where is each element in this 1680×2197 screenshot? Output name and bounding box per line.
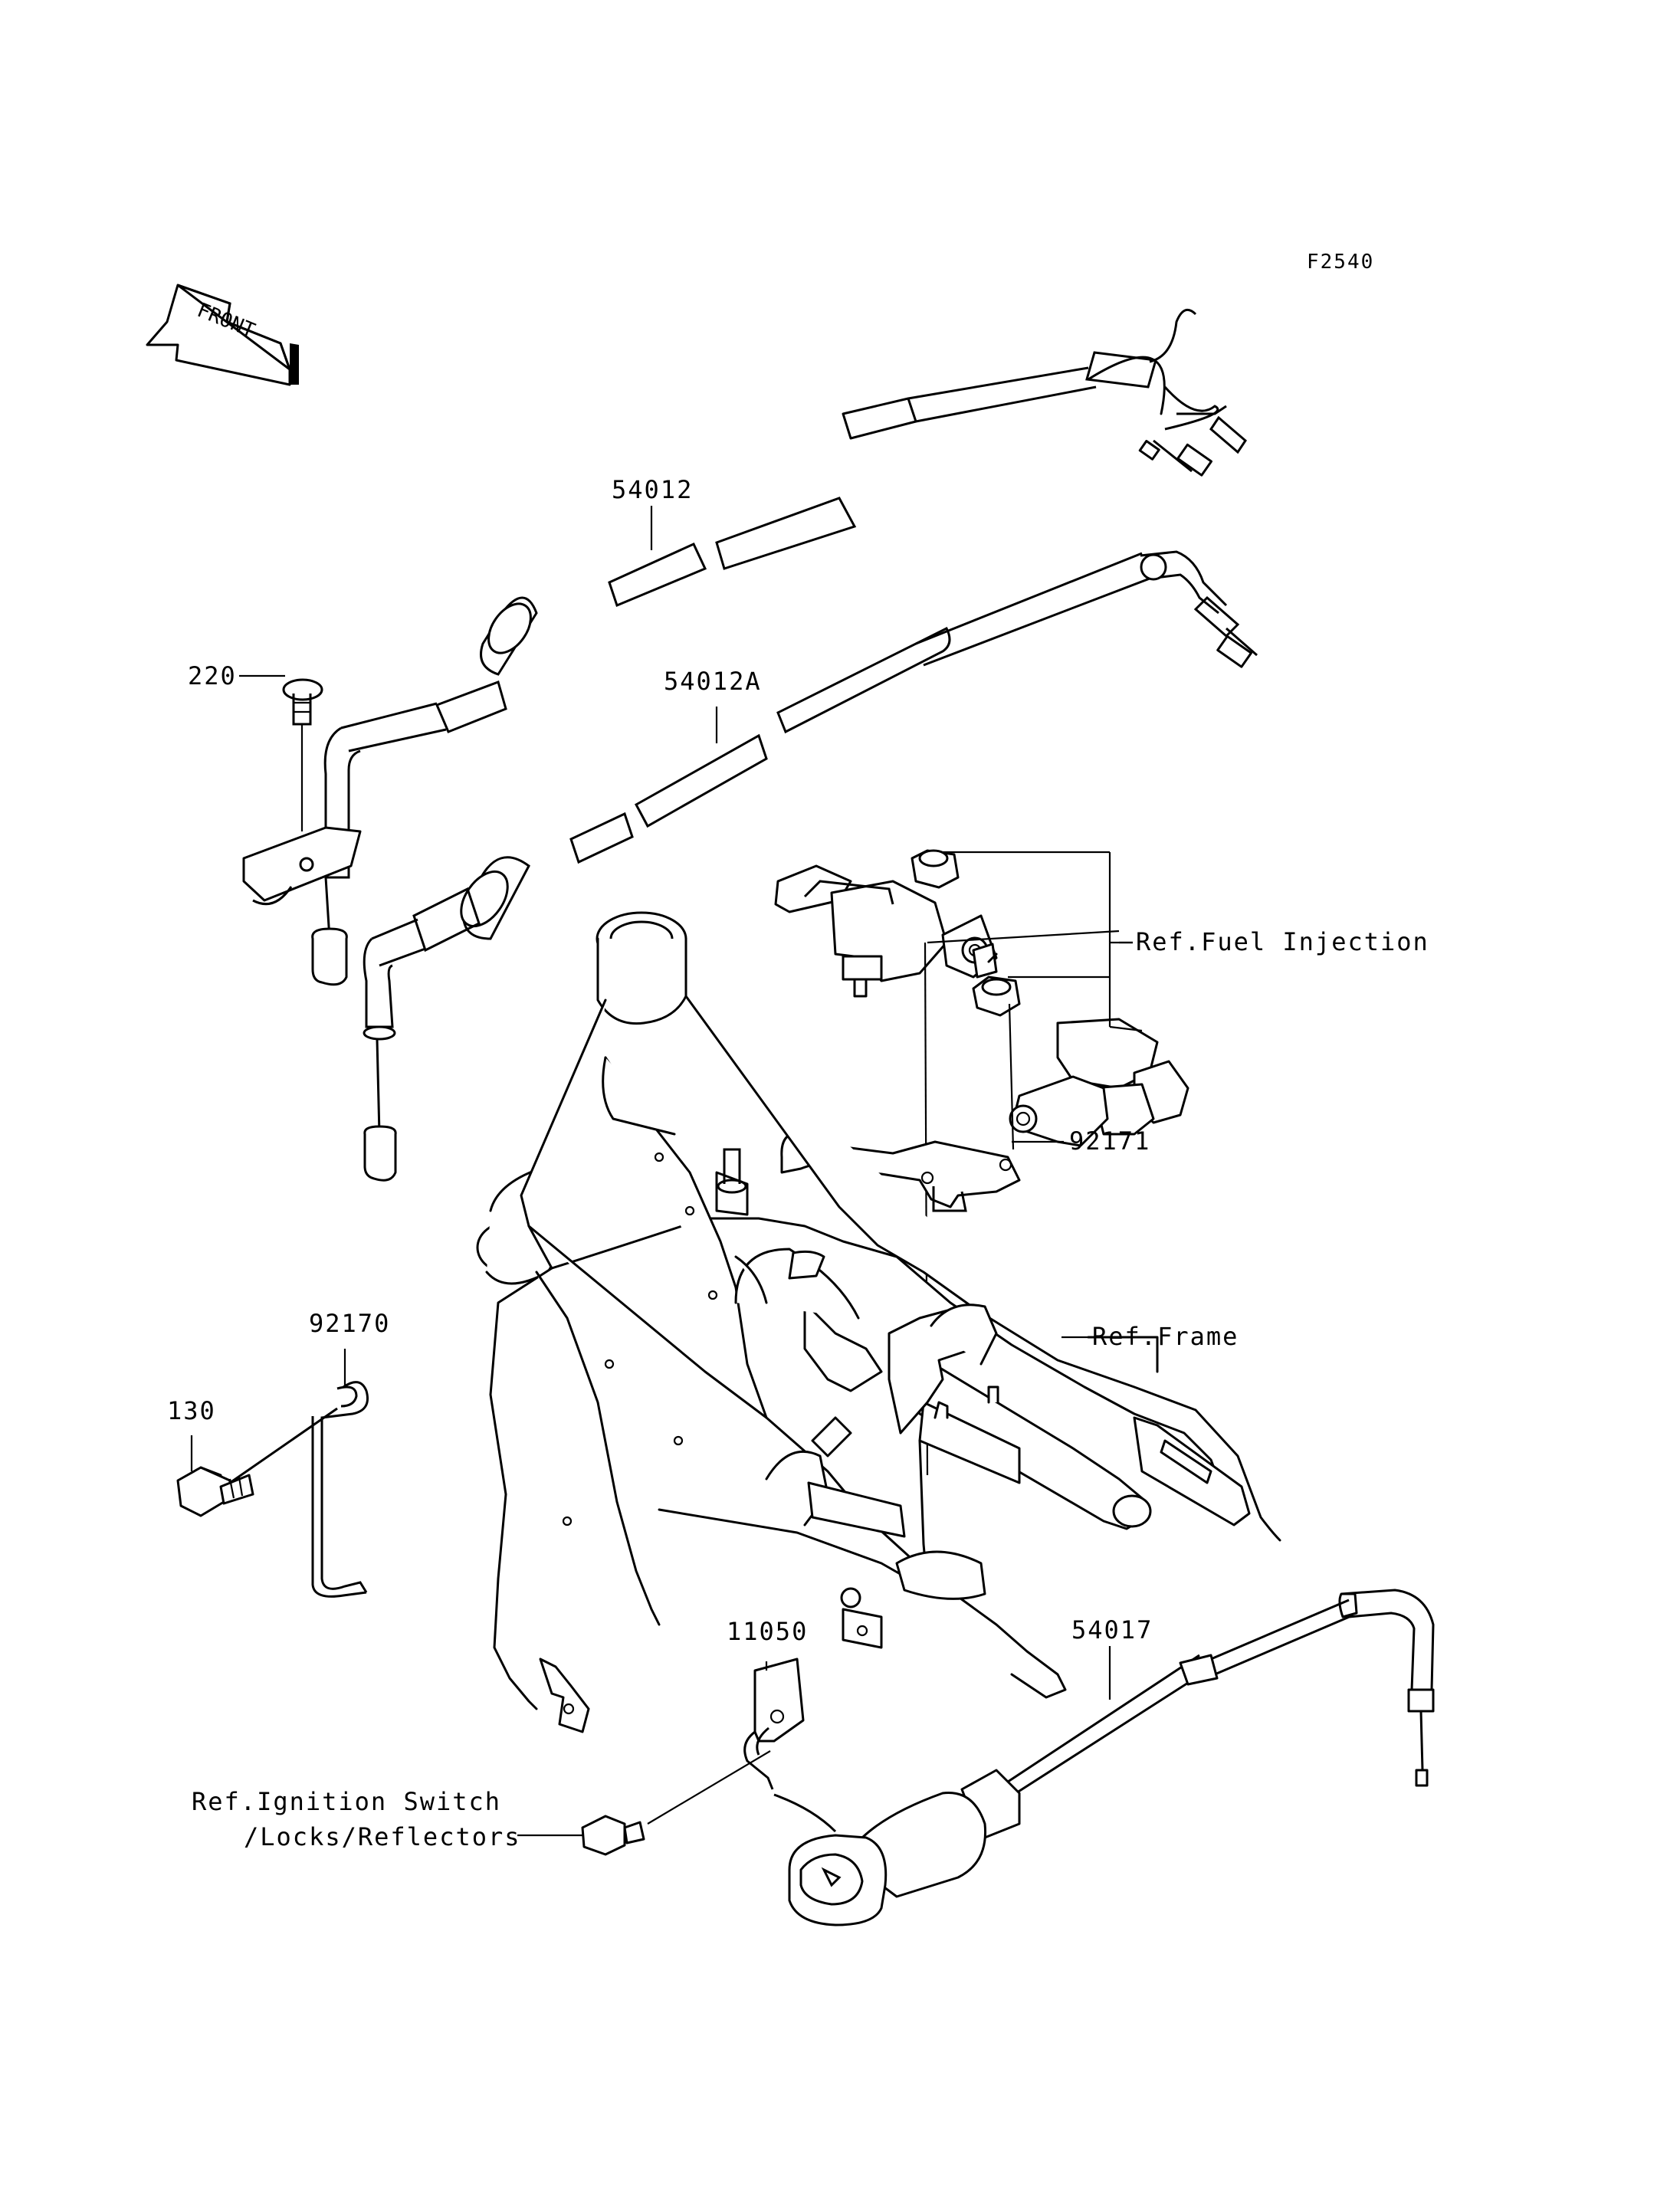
figure-code: F2540 <box>1307 251 1374 274</box>
bolt-130 <box>176 1466 254 1517</box>
bracket-11050 <box>647 1658 805 1825</box>
ref-fuel-injection: Ref.Fuel Injection <box>1136 927 1429 956</box>
ref-frame: Ref.Frame <box>1092 1322 1239 1351</box>
frame <box>476 911 1281 1733</box>
screw-220 <box>282 678 323 831</box>
callout-92171: 92171 <box>1069 1126 1150 1156</box>
fuel-injection-sensors <box>774 849 1189 1476</box>
callout-92170: 92170 <box>309 1309 390 1338</box>
choke-cable-54017 <box>773 1589 1435 1926</box>
callout-54017: 54017 <box>1071 1615 1153 1644</box>
bolt-ignition-ref <box>581 1815 645 1856</box>
callout-11050: 11050 <box>727 1617 808 1646</box>
ref-ignition-line1: Ref.Ignition Switch <box>192 1787 501 1816</box>
leader-lines <box>190 506 1111 1700</box>
callout-54012: 54012 <box>612 475 693 504</box>
throttle-cable-54012a <box>363 550 1258 1182</box>
callout-130: 130 <box>167 1396 216 1425</box>
callout-220: 220 <box>188 661 237 690</box>
callout-54012a: 54012A <box>664 667 762 696</box>
throttle-cable-54012 <box>242 308 1247 986</box>
clip-92170 <box>229 1381 369 1598</box>
ref-ignition-line2: /Locks/Reflectors <box>244 1822 521 1851</box>
front-direction-arrow-icon: FRONT <box>146 284 299 386</box>
